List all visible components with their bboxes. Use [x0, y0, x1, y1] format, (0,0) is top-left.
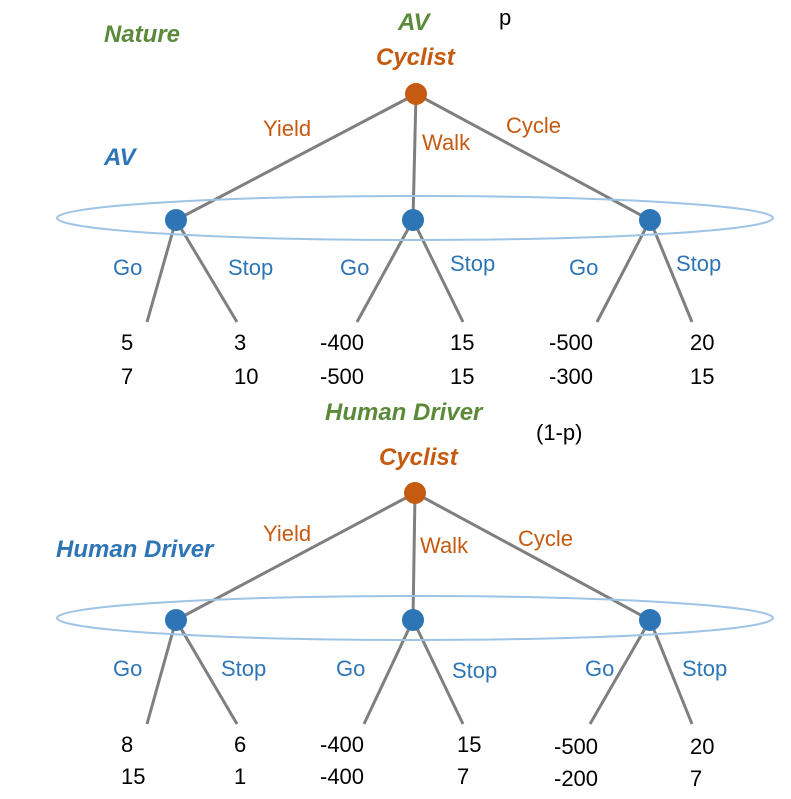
bottom-root-player-label: Cyclist [379, 444, 459, 471]
bottom-payoff-walk-go-driver: -400 [320, 764, 364, 789]
bottom-tree: Human Driver (1-p) Cyclist Human Driver … [56, 399, 774, 791]
top-action-walk-go: Go [340, 255, 369, 280]
bottom-payoff-yield-go-cyclist: 8 [121, 732, 133, 757]
bottom-edge-walk-stop [411, 619, 465, 725]
top-info-set-player-label: AV [103, 144, 138, 171]
top-edge-yield-go [145, 219, 178, 323]
bottom-information-set [56, 595, 774, 641]
bottom-edge-walk-go [362, 619, 415, 725]
top-payoff-walk-go-cyclist: -400 [320, 330, 364, 355]
top-edge-yield [175, 92, 417, 222]
top-payoff-cycle-go-driver: -300 [549, 364, 593, 389]
top-action-yield-stop: Stop [228, 255, 273, 280]
top-payoff-cycle-go-cyclist: -500 [549, 330, 593, 355]
top-action-cycle-stop: Stop [676, 251, 721, 276]
bottom-payoff-yield-stop-cyclist: 6 [234, 732, 246, 757]
bottom-action-yield: Yield [263, 521, 311, 546]
bottom-action-walk-go: Go [336, 656, 365, 681]
bottom-payoff-yield-go-driver: 15 [121, 764, 145, 789]
top-edge-cycle-go [595, 219, 652, 323]
bottom-action-cycle: Cycle [518, 526, 573, 551]
bottom-action-yield-go: Go [113, 656, 142, 681]
bottom-action-cycle-go: Go [585, 656, 614, 681]
top-edge-walk [411, 93, 418, 221]
bottom-action-walk: Walk [420, 533, 469, 558]
top-information-set [56, 195, 774, 241]
bottom-cyclist-node [404, 482, 426, 504]
nature-label: Nature [104, 21, 180, 48]
bottom-edge-cycle-stop [648, 619, 694, 725]
top-action-walk: Walk [422, 130, 471, 155]
top-payoff-yield-go-driver: 7 [121, 364, 133, 389]
top-edge-cycle-stop [648, 219, 694, 323]
bottom-edge-cycle-go [588, 619, 652, 725]
bottom-edge-yield-stop [174, 619, 239, 725]
top-payoff-cycle-stop-cyclist: 20 [690, 330, 714, 355]
bottom-payoff-cycle-go-cyclist: -500 [554, 734, 598, 759]
top-action-walk-stop: Stop [450, 251, 495, 276]
top-action-yield-go: Go [113, 255, 142, 280]
top-payoff-yield-stop-driver: 10 [234, 364, 258, 389]
top-payoff-yield-go-cyclist: 5 [121, 330, 133, 355]
bottom-driver-node-cycle [639, 609, 661, 631]
top-action-cycle: Cycle [506, 113, 561, 138]
bottom-edge-yield-go [145, 619, 178, 725]
top-payoff-walk-go-driver: -500 [320, 364, 364, 389]
top-driver-node-walk [402, 209, 424, 231]
top-tree: AV p Cyclist AV Yield Walk Cycle Go Stop… [56, 5, 774, 389]
bottom-action-cycle-stop: Stop [682, 656, 727, 681]
bottom-payoff-yield-stop-driver: 1 [234, 764, 246, 789]
bottom-info-set-player-label: Human Driver [56, 536, 215, 563]
bottom-payoff-walk-stop-driver: 7 [457, 764, 469, 789]
top-payoff-cycle-stop-driver: 15 [690, 364, 714, 389]
top-driver-node-yield [165, 209, 187, 231]
top-cyclist-node [405, 83, 427, 105]
top-action-cycle-go: Go [569, 255, 598, 280]
bottom-action-walk-stop: Stop [452, 658, 497, 683]
bottom-payoff-walk-stop-cyclist: 15 [457, 732, 481, 757]
bottom-payoff-cycle-go-driver: -200 [554, 766, 598, 791]
bottom-nature-branch-label: Human Driver [325, 399, 484, 426]
bottom-driver-node-yield [165, 609, 187, 631]
bottom-payoff-cycle-stop-cyclist: 20 [690, 734, 714, 759]
top-payoff-walk-stop-cyclist: 15 [450, 330, 474, 355]
top-driver-node-cycle [639, 209, 661, 231]
top-edge-walk-stop [411, 219, 465, 323]
top-root-player-label: Cyclist [376, 44, 456, 71]
bottom-payoff-walk-go-cyclist: -400 [320, 732, 364, 757]
bottom-edge-walk [411, 492, 417, 621]
top-nature-branch-label: AV [397, 9, 432, 36]
top-action-yield: Yield [263, 116, 311, 141]
bottom-probability-label: (1-p) [536, 420, 582, 445]
bottom-driver-node-walk [402, 609, 424, 631]
top-edge-yield-stop [174, 219, 239, 323]
top-edge-walk-go [355, 219, 415, 323]
top-payoff-yield-stop-cyclist: 3 [234, 330, 246, 355]
top-payoff-walk-stop-driver: 15 [450, 364, 474, 389]
top-probability-label: p [499, 5, 511, 30]
bottom-payoff-cycle-stop-driver: 7 [690, 766, 702, 791]
bottom-action-yield-stop: Stop [221, 656, 266, 681]
